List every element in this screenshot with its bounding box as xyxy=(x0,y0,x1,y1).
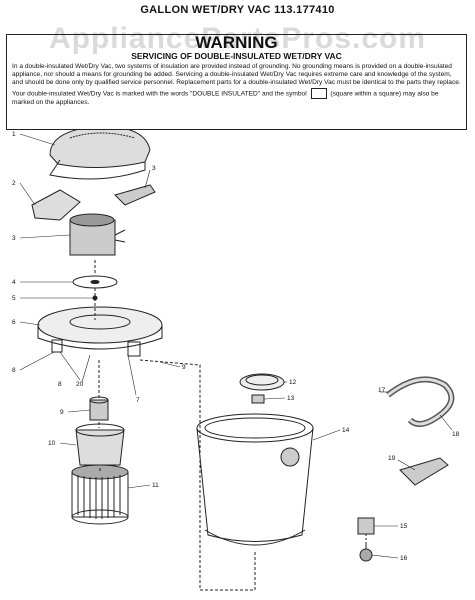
callout-13: 13 xyxy=(287,395,295,402)
warning-text-part1: In a double-insulated Wet/Dry Vac, two s… xyxy=(12,63,461,97)
part-collection-drum xyxy=(196,413,314,546)
callout-4: 4 xyxy=(12,279,16,286)
callout-9b: 9 xyxy=(60,409,64,416)
warning-text-part2: (square within a square) may also be mar… xyxy=(12,89,439,106)
callout-1: 1 xyxy=(12,131,16,138)
callout-10: 10 xyxy=(48,440,56,447)
page-title: GALLON WET/DRY VAC 113.177410 xyxy=(140,4,335,16)
callout-18: 18 xyxy=(452,431,460,438)
callout-7: 7 xyxy=(136,397,140,404)
part-cartridge-filter xyxy=(71,464,129,525)
callout-9a: 9 xyxy=(182,364,186,371)
part-disc xyxy=(72,275,118,289)
part-caster-wheel xyxy=(359,542,373,562)
part-filter-cage xyxy=(75,423,125,466)
callout-3b: 3 xyxy=(12,235,16,242)
part-float-cage xyxy=(89,396,109,421)
part-handle-piece xyxy=(114,184,156,206)
exploded-parts-diagram: 1 2 3 3 4 5 6 7 8 8 9 9 10 11 12 13 14 1… xyxy=(12,130,460,591)
callout-3a: 3 xyxy=(152,165,156,172)
part-top-cover xyxy=(49,130,151,180)
double-insulated-symbol-icon xyxy=(310,87,327,99)
callout-12: 12 xyxy=(289,379,297,386)
callout-15: 15 xyxy=(400,523,408,530)
callout-16: 16 xyxy=(400,555,408,562)
callout-2: 2 xyxy=(12,180,16,187)
warning-subheading: SERVICING OF DOUBLE-INSULATED WET/DRY VA… xyxy=(131,51,342,61)
part-drain-cap xyxy=(251,394,265,404)
part-switch-cover xyxy=(31,189,81,221)
callout-17: 17 xyxy=(378,387,386,394)
callout-8b: 8 xyxy=(58,381,62,388)
part-floor-nozzle xyxy=(399,457,449,486)
callout-8a: 8 xyxy=(12,367,16,374)
part-caster-bracket xyxy=(357,517,375,535)
warning-body: In a double-insulated Wet/Dry Vac, two s… xyxy=(12,63,462,107)
part-motor-housing-base xyxy=(37,306,163,357)
callout-14: 14 xyxy=(342,427,350,434)
callout-6: 6 xyxy=(12,319,16,326)
callout-19: 19 xyxy=(388,455,396,462)
callout-5: 5 xyxy=(12,295,16,302)
callout-20: 20 xyxy=(76,381,84,388)
warning-heading: WARNING xyxy=(195,33,278,52)
part-hose xyxy=(386,376,455,427)
warning-box: WARNING SERVICING OF DOUBLE-INSULATED WE… xyxy=(6,33,467,130)
part-motor xyxy=(69,213,126,256)
part-drum-lid-disc xyxy=(239,373,285,391)
callout-11: 11 xyxy=(152,482,159,489)
